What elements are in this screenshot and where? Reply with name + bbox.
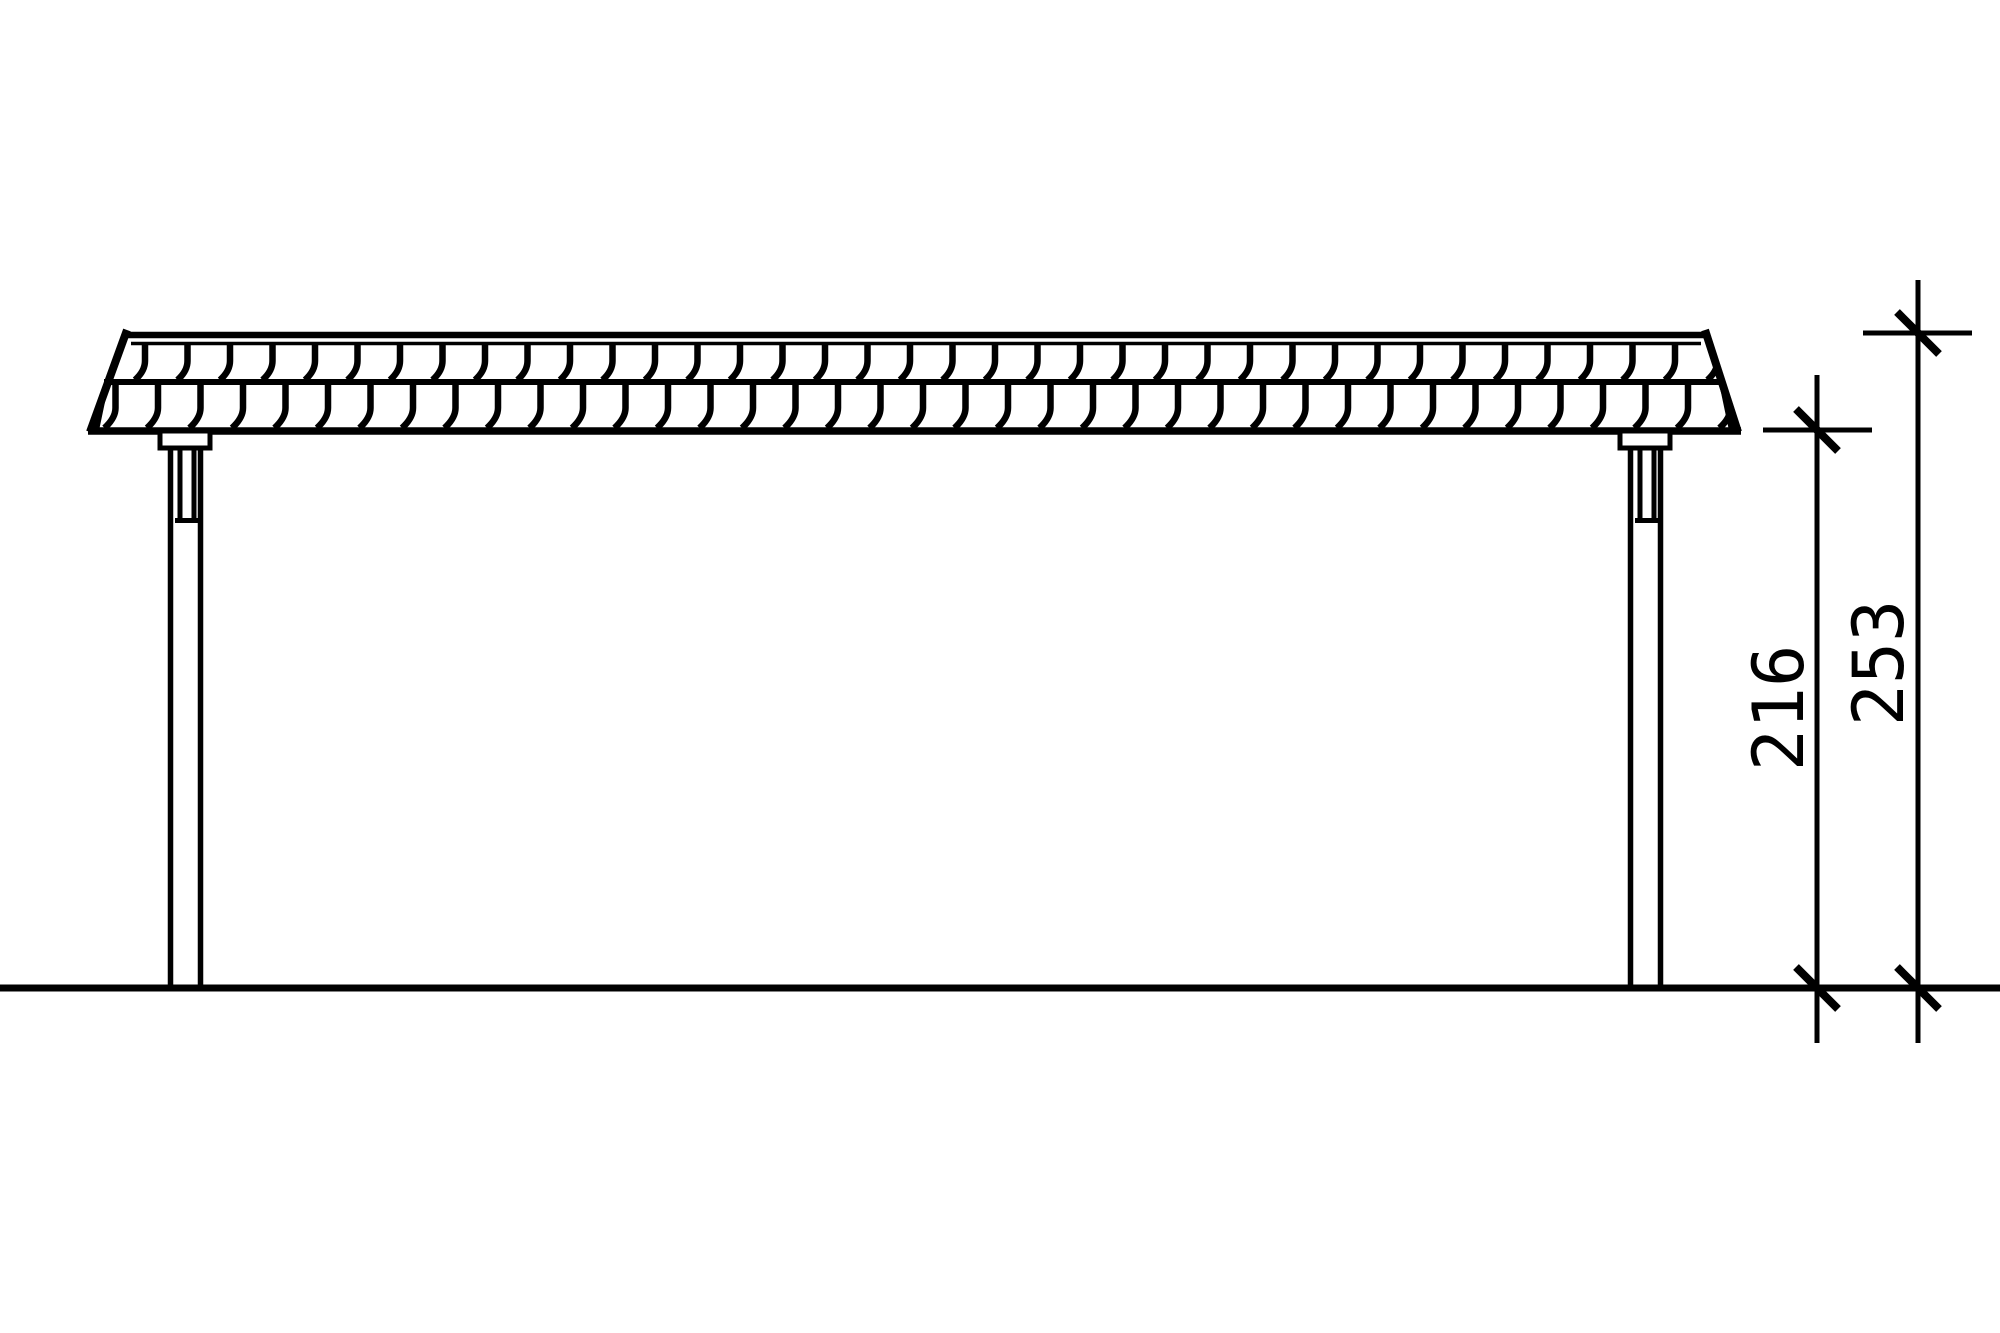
tick-253-bottom bbox=[1894, 964, 1942, 1012]
dimension-overall-height: 253 bbox=[1838, 280, 1972, 1043]
tile-row-lower bbox=[90, 385, 1738, 429]
tile-row-upper bbox=[100, 344, 1725, 381]
dimension-label-253: 253 bbox=[1838, 600, 1920, 726]
roof-left-verge bbox=[86, 328, 131, 434]
roof bbox=[86, 328, 1742, 435]
tick-253-top bbox=[1894, 309, 1942, 357]
left-post-bracket bbox=[157, 428, 213, 451]
dimension-clearance-height: 216 bbox=[1738, 375, 1872, 1043]
right-post-bracket bbox=[1617, 428, 1673, 451]
tick-216-bottom bbox=[1793, 964, 1841, 1012]
roof-left-verge-inner bbox=[94, 384, 109, 429]
left-post bbox=[157, 428, 213, 988]
dimension-label-216: 216 bbox=[1738, 645, 1820, 771]
roof-right-verge-inner bbox=[1719, 384, 1734, 429]
roof-right-verge bbox=[1701, 328, 1742, 434]
tick-216-top bbox=[1793, 406, 1841, 454]
right-post bbox=[1617, 428, 1673, 988]
roof-tile-rows bbox=[90, 344, 1738, 429]
